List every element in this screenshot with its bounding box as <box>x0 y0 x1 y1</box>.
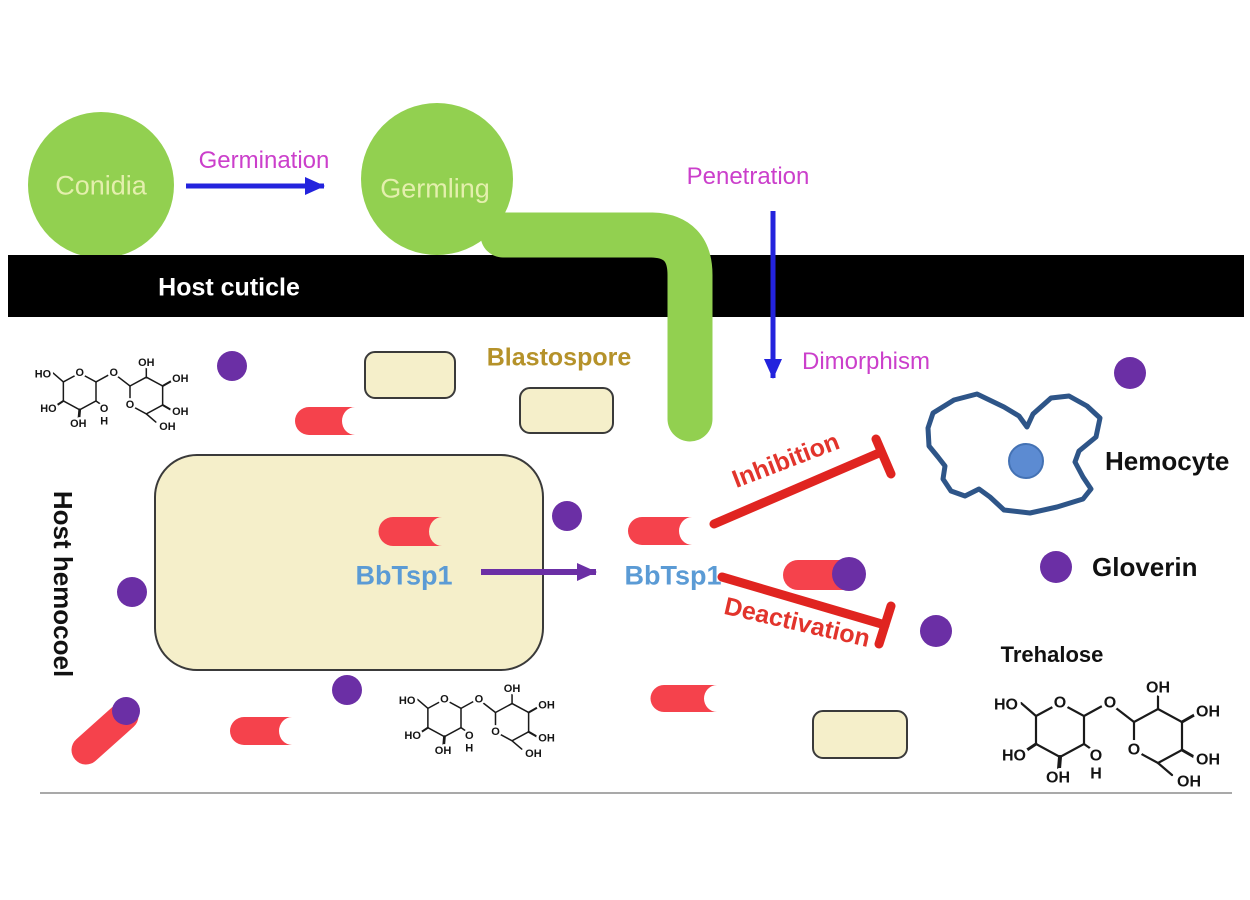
gloverin-dot <box>217 351 247 381</box>
gloverin-label: Gloverin <box>1092 552 1198 582</box>
bbtsp1-released-label: BbTsp1 <box>624 560 722 591</box>
deactivation-blunt-arrow <box>717 572 896 649</box>
blastospore-large-cell <box>154 454 544 671</box>
hemocyte-label: Hemocyte <box>1105 446 1230 476</box>
gloverin-dot <box>552 501 582 531</box>
gloverin-dot <box>112 697 140 725</box>
germ-tube <box>480 212 713 442</box>
host-cuticle-bar <box>8 255 1244 317</box>
penetration-label: Penetration <box>686 163 810 190</box>
bbtsp1-protein-rod <box>230 717 292 745</box>
germling-circle <box>361 103 513 255</box>
blastospore-cell <box>812 710 908 759</box>
blastospore-label: Blastospore <box>486 343 632 372</box>
hemocyte-nucleus <box>1008 443 1044 479</box>
blastospore-cell <box>519 387 614 434</box>
blastospore-cell <box>364 351 456 399</box>
trehalose-structure-bottom-right <box>994 680 1220 791</box>
dimorphism-label: Dimorphism <box>801 348 931 375</box>
gloverin-dot <box>1114 357 1146 389</box>
inhibition-blunt-arrow <box>709 434 896 529</box>
bbtsp1-protein-rod <box>628 517 692 545</box>
gloverin-dot <box>920 615 952 647</box>
trehalose-structure-top-left <box>35 357 189 433</box>
host-cuticle-label: Host cuticle <box>158 273 300 302</box>
conidia-label: Conidia <box>55 170 147 201</box>
gloverin-dot <box>832 557 866 591</box>
germination-label: Germination <box>198 147 330 174</box>
bbtsp1-protein-rod <box>295 407 355 435</box>
trehalose-structure-bottom-middle <box>399 683 555 760</box>
bbtsp1-protein-rod <box>378 517 442 546</box>
gloverin-dot <box>332 675 362 705</box>
trehalose-label: Trehalose <box>1000 642 1104 667</box>
bbtsp1-inside-label: BbTsp1 <box>355 560 453 591</box>
germling-label: Germling <box>380 173 490 204</box>
gloverin-dot <box>1040 551 1072 583</box>
gloverin-dot <box>117 577 147 607</box>
host-hemocoel-label: Host hemocoel <box>48 490 78 678</box>
conidia-circle <box>28 112 174 258</box>
bbtsp1-protein-rod <box>650 685 717 712</box>
